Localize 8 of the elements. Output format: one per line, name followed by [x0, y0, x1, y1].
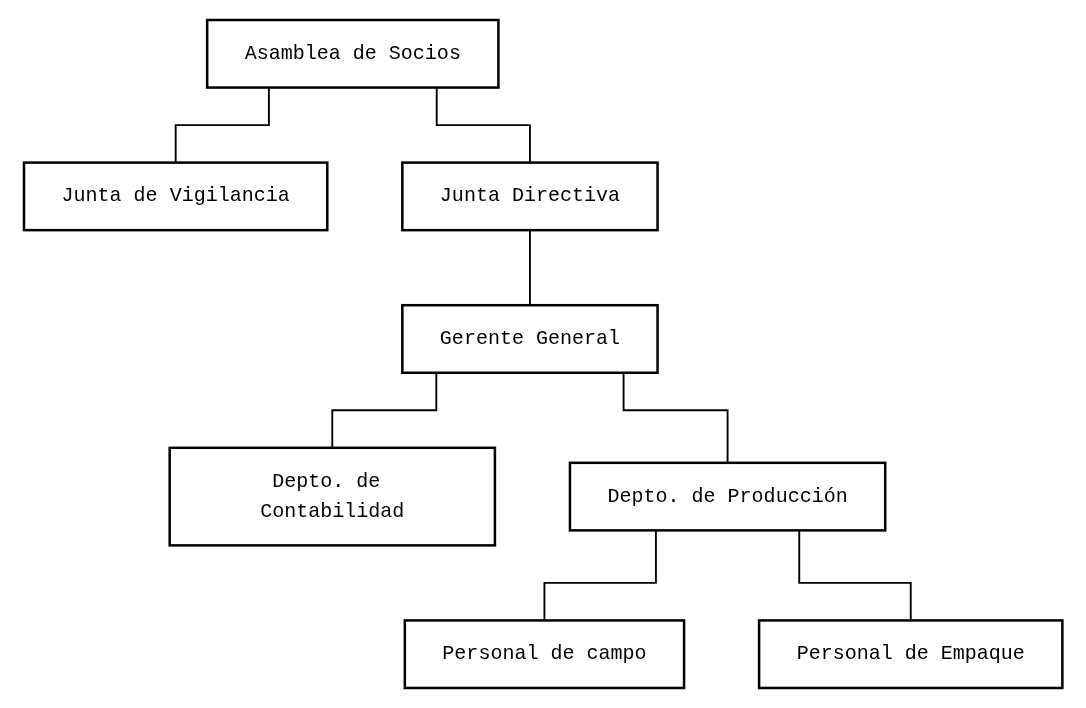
node-box: Depto. de Producción: [568, 461, 887, 532]
node-box: Junta Directiva: [400, 161, 659, 232]
node-box: Personal de campo: [403, 619, 686, 690]
node-box: Asamblea de Socios: [205, 18, 500, 89]
node-box: Junta de Vigilancia: [22, 161, 329, 232]
node-box: Personal de Empaque: [757, 619, 1064, 690]
node-box: Gerente General: [400, 303, 659, 374]
node-box: Depto. de Contabilidad: [168, 446, 496, 547]
